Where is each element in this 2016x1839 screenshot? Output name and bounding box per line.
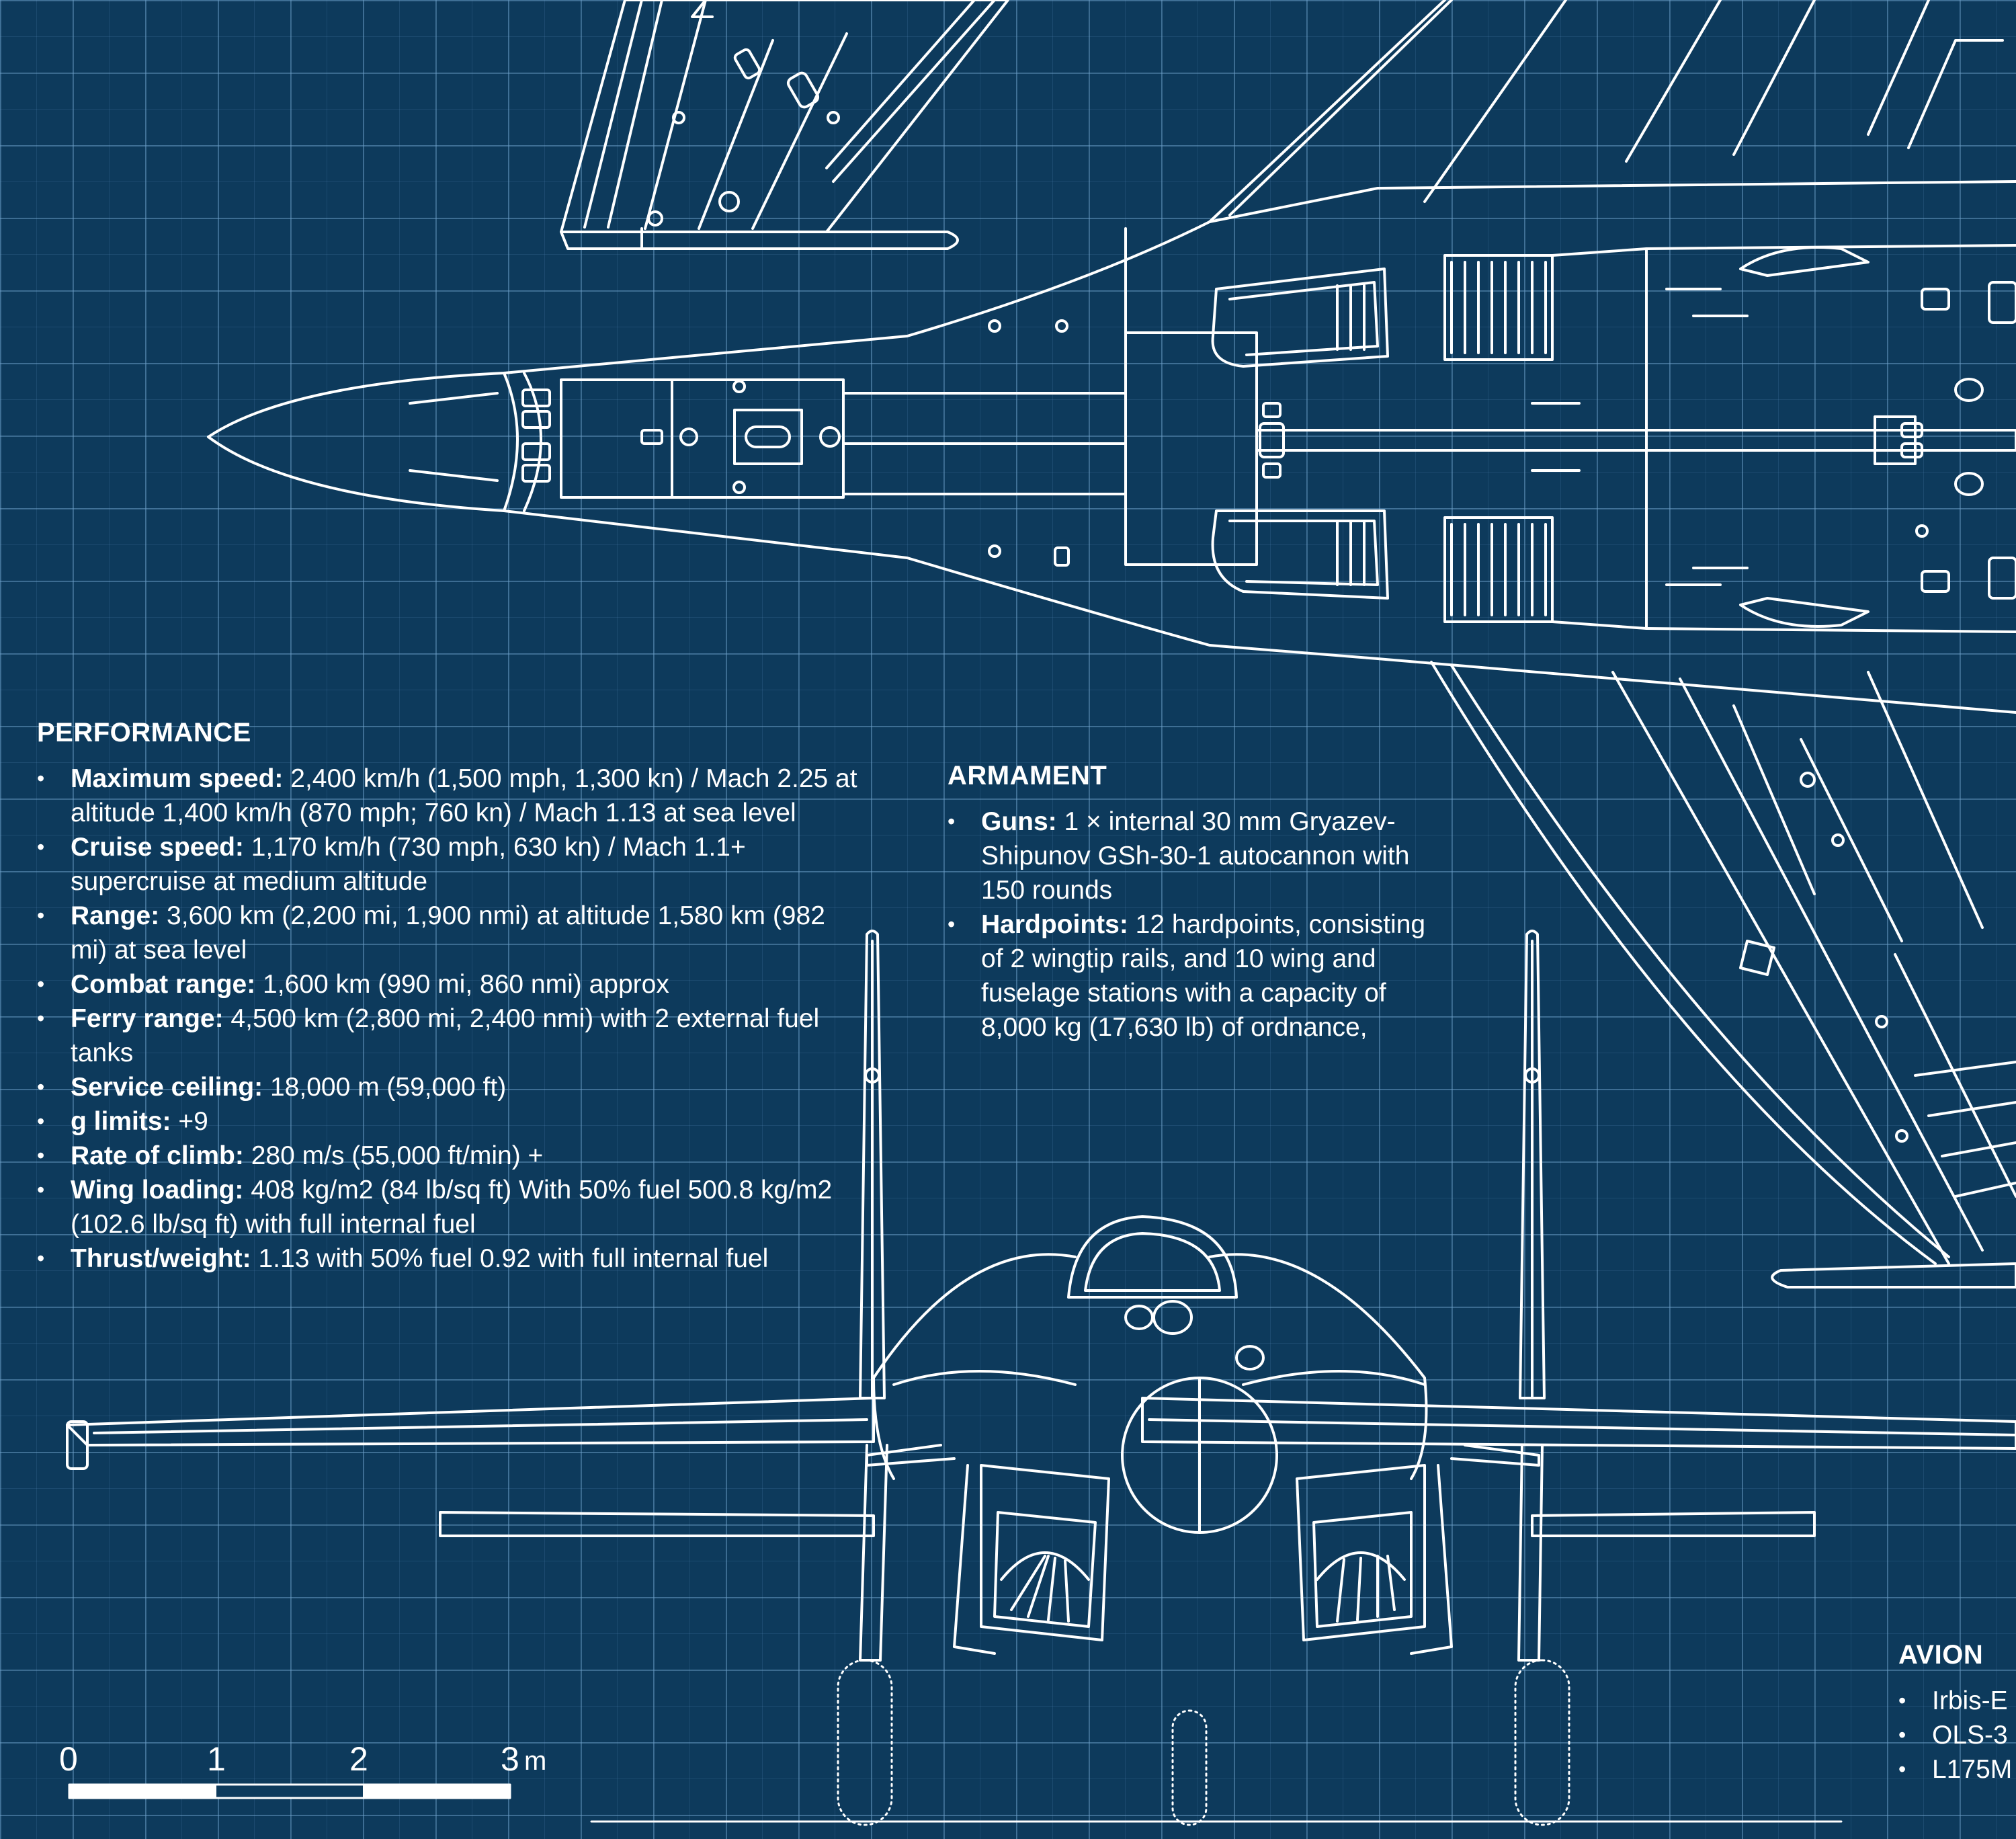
avionics-list: Irbis-E OLS-3 L175M xyxy=(1898,1684,2016,1787)
top-view-fuselage xyxy=(207,180,2016,714)
armament-heading: ARMAMENT xyxy=(948,761,1107,790)
armament-section: ARMAMENT Guns: 1 × internal 30 mm Gryaze… xyxy=(948,761,1438,1045)
front-view-aircraft xyxy=(66,930,2016,1826)
performance-item: Rate of climb: 280 m/s (55,000 ft/min) + xyxy=(37,1139,864,1173)
scale-tick-1: 1 xyxy=(207,1740,226,1778)
armament-item: Guns: 1 × internal 30 mm Gryazev-Shipuno… xyxy=(948,805,1438,907)
performance-heading: PERFORMANCE xyxy=(37,718,251,747)
performance-item: Range: 3,600 km (2,200 mi, 1,900 nmi) at… xyxy=(37,899,864,967)
avionics-item: OLS-3 xyxy=(1898,1718,2016,1752)
performance-item: Service ceiling: 18,000 m (59,000 ft) xyxy=(37,1070,864,1104)
scale-tick-2: 2 xyxy=(349,1740,368,1778)
performance-item: Maximum speed: 2,400 km/h (1,500 mph, 1,… xyxy=(37,762,864,830)
performance-item: Combat range: 1,600 km (990 mi, 860 nmi)… xyxy=(37,967,864,1002)
armament-item: Hardpoints: 12 hardpoints, consisting of… xyxy=(948,907,1438,1045)
scale-bar xyxy=(68,1783,511,1799)
performance-list: Maximum speed: 2,400 km/h (1,500 mph, 1,… xyxy=(37,762,864,1276)
performance-item: Wing loading: 408 kg/m2 (84 lb/sq ft) Wi… xyxy=(37,1173,864,1241)
scale-unit: m xyxy=(524,1746,547,1776)
armament-list: Guns: 1 × internal 30 mm Gryazev-Shipuno… xyxy=(948,805,1438,1045)
performance-item: g limits: +9 xyxy=(37,1104,864,1139)
top-view-upper-wing xyxy=(560,0,1009,250)
performance-section: PERFORMANCE Maximum speed: 2,400 km/h (1… xyxy=(37,718,864,1276)
performance-item: Ferry range: 4,500 km (2,800 mi, 2,400 n… xyxy=(37,1002,864,1070)
scale-tick-0: 0 xyxy=(59,1740,78,1778)
performance-item: Thrust/weight: 1.13 with 50% fuel 0.92 w… xyxy=(37,1241,864,1276)
avionics-item: Irbis-E xyxy=(1898,1684,2016,1718)
avionics-heading: AVION xyxy=(1898,1640,1984,1670)
avionics-item: L175M xyxy=(1898,1752,2016,1787)
performance-item: Cruise speed: 1,170 km/h (730 mph, 630 k… xyxy=(37,830,864,899)
avionics-section: AVION Irbis-E OLS-3 L175M xyxy=(1898,1640,2016,1787)
top-view-right-wing xyxy=(1208,0,2016,1289)
scale-tick-3: 3 xyxy=(501,1740,519,1778)
